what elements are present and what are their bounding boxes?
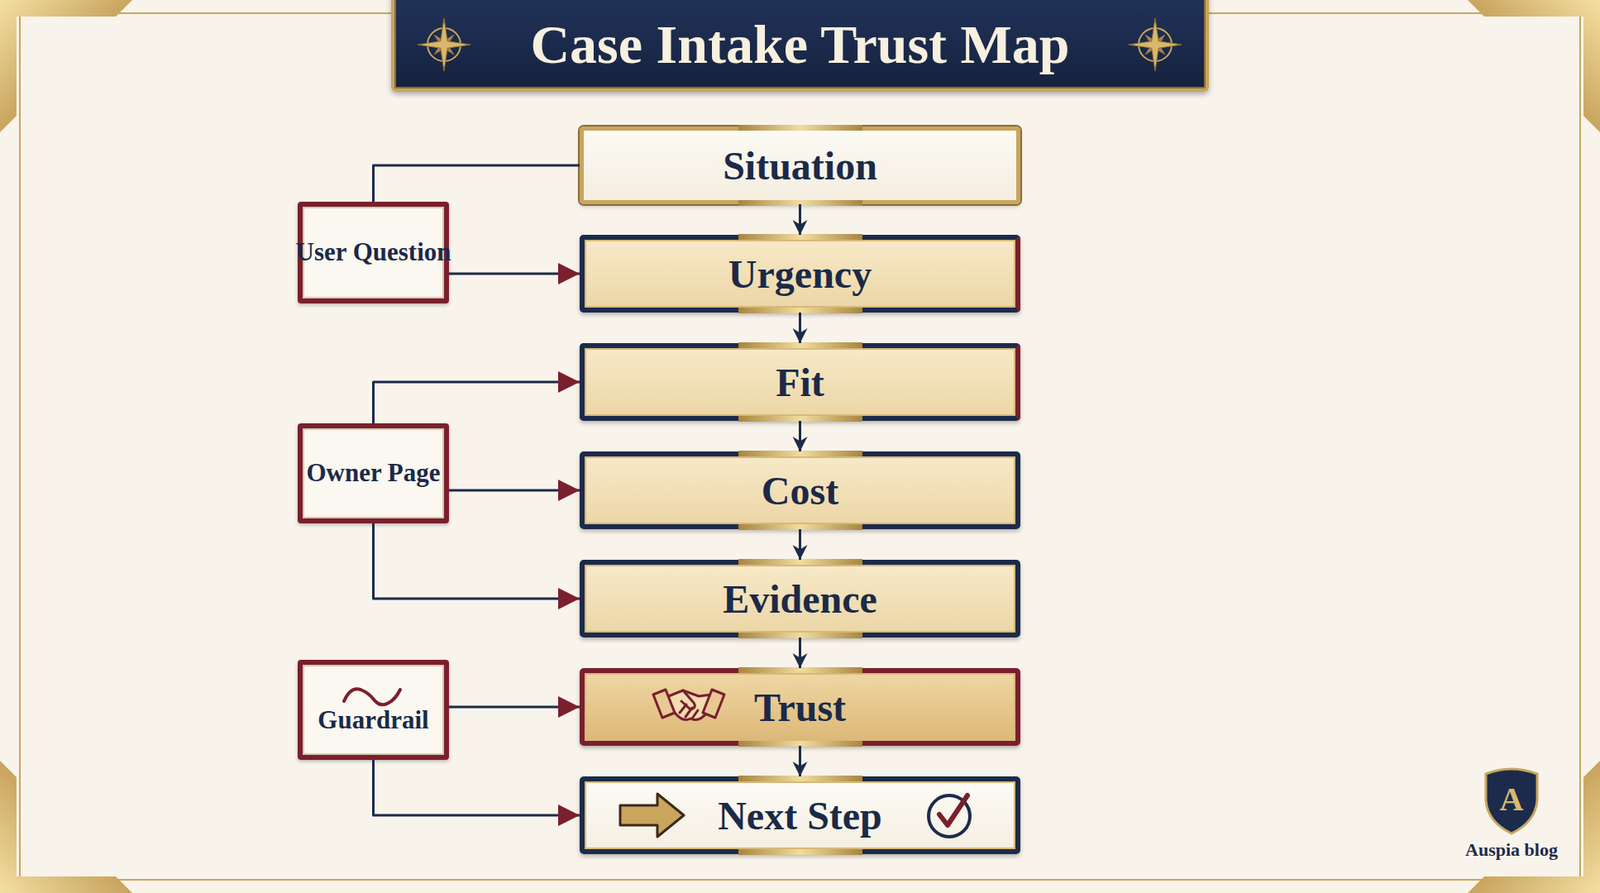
brand-name: Auspia blog	[1465, 839, 1558, 861]
node-text: Cost	[761, 468, 839, 514]
flow-arrow	[798, 529, 802, 560]
logo-shield	[1485, 768, 1538, 834]
step-box: Trust	[579, 668, 1021, 746]
flow-arrow	[373, 382, 581, 424]
compass-icon	[417, 18, 471, 72]
step-box: Evidence	[579, 559, 1021, 638]
frame-line	[19, 13, 1581, 880]
flow-arrow	[798, 420, 802, 452]
tilde-symbol	[343, 688, 401, 705]
flow-arrow	[798, 745, 802, 777]
flow-arrow	[798, 312, 802, 344]
node-text: User Question	[296, 236, 452, 269]
corner-ornament	[1467, 760, 1600, 893]
flow-arrow	[373, 759, 581, 816]
step-box: Situation	[579, 126, 1021, 205]
arrow-icon	[620, 793, 684, 837]
node-text: Situation	[722, 143, 878, 189]
step-box: Urgency	[579, 234, 1021, 313]
flow-arrow	[448, 489, 580, 492]
corner-ornament	[1467, 0, 1600, 133]
node-text: Next Step	[717, 792, 883, 839]
input-box: User Question	[297, 201, 449, 304]
check-icon	[928, 795, 970, 837]
node-text: Owner Page	[305, 457, 440, 490]
node-text: Trust	[754, 684, 846, 731]
corner-ornament	[0, 760, 133, 893]
compass-icon	[1128, 18, 1182, 72]
handshake-icon	[653, 689, 725, 720]
input-box: Owner Page	[297, 423, 449, 524]
node-text: Guardrail	[317, 704, 429, 737]
node-text: Urgency	[728, 251, 872, 297]
node-text: Evidence	[722, 576, 878, 622]
flow-arrow	[798, 204, 802, 235]
connector-line	[373, 165, 581, 202]
node-text: Fit	[775, 359, 825, 406]
input-box: Guardrail	[297, 659, 449, 760]
flow-arrow	[448, 706, 580, 709]
logo-letter: A	[1499, 779, 1524, 819]
flow-arrow	[448, 272, 580, 276]
corner-ornament	[0, 0, 133, 133]
flow-arrow	[373, 523, 581, 599]
diagram-title: Case Intake Trust Map	[530, 13, 1070, 77]
flow-arrow	[798, 637, 802, 669]
step-box: Cost	[579, 451, 1021, 530]
title-banner: Case Intake Trust Map	[391, 0, 1209, 92]
step-box: Next Step	[579, 776, 1021, 855]
step-box: Fit	[579, 343, 1021, 421]
